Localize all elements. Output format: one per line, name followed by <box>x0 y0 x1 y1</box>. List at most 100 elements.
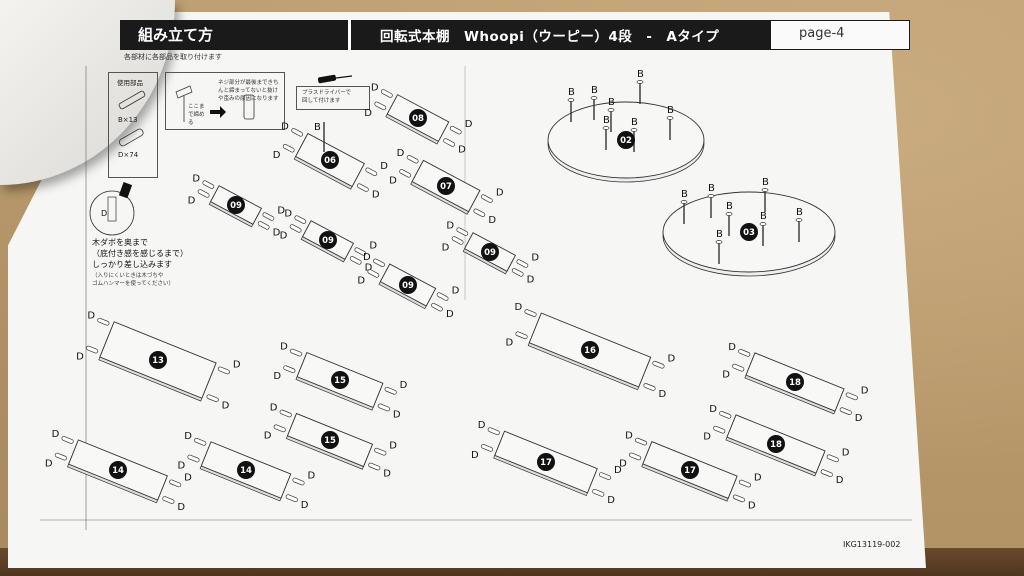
page-header: 組み立て方 回転式本棚 Whoopi（ウーピー）4段 - Aタイプ page-4 <box>120 20 910 50</box>
driver-callout-box <box>296 86 370 110</box>
dowel-d <box>374 101 387 111</box>
dowel-d <box>443 138 456 147</box>
product-title: 回転式本棚 Whoopi（ウーピー）4段 - Aタイプ <box>380 29 720 45</box>
board-number: 18 <box>770 440 782 450</box>
dowel-d <box>197 189 210 198</box>
dowel-d <box>713 425 726 434</box>
label-d: D <box>471 450 479 461</box>
label-b: B <box>726 201 733 212</box>
board-number: 06 <box>324 156 336 166</box>
dowel-d <box>54 452 67 461</box>
label-d: D <box>52 429 60 440</box>
label-d: D <box>222 400 230 411</box>
board-number: 14 <box>112 466 124 476</box>
screw-head <box>725 212 733 216</box>
board-number-badge <box>740 223 758 241</box>
label-d: D <box>658 389 666 400</box>
board-number: 09 <box>230 201 242 211</box>
label-d: D <box>284 209 292 220</box>
dowel-d <box>732 363 745 372</box>
board-number-badge <box>321 151 339 169</box>
label-d: D <box>614 465 622 476</box>
label-d: D <box>754 473 762 484</box>
label-d: D <box>861 385 869 396</box>
dowel-d <box>291 128 304 137</box>
label-d: D <box>273 371 281 382</box>
dowel-d <box>373 258 385 268</box>
board-number: 18 <box>789 378 801 388</box>
board-number-badge <box>767 435 785 453</box>
screw-head <box>761 188 769 192</box>
screw-head <box>666 116 674 120</box>
label-d: D <box>308 471 316 482</box>
screw-head <box>715 240 723 244</box>
dowel-d <box>598 472 612 480</box>
screw-head <box>567 98 575 102</box>
label-d: D <box>233 359 241 370</box>
dowel-d <box>162 496 175 504</box>
label-d: D <box>357 275 365 286</box>
label-d: D <box>531 253 539 264</box>
label-d: D <box>273 150 281 161</box>
label-d: D <box>45 459 53 470</box>
label-d: D <box>301 500 309 511</box>
dowel-d <box>406 154 419 164</box>
board-number-badge <box>786 373 804 391</box>
dowel-d <box>719 411 732 419</box>
label-d: D <box>836 475 844 486</box>
dowel-d <box>202 180 215 189</box>
dowel-insert-icon: D <box>89 182 135 236</box>
label-d: D <box>177 460 185 471</box>
screw-head <box>707 194 715 198</box>
label-d: D <box>527 274 535 285</box>
board-number: 14 <box>240 466 252 476</box>
label-b: B <box>681 189 688 200</box>
dowel-d <box>354 247 367 256</box>
screw-head <box>759 222 767 226</box>
dowel-d <box>845 392 858 401</box>
board-number: 17 <box>540 458 552 468</box>
label-d: D <box>703 432 711 443</box>
label-d: D <box>87 311 95 322</box>
label-d: D <box>452 286 460 297</box>
board-number-badge <box>321 431 339 449</box>
label-b: B <box>796 207 803 218</box>
header-bar <box>120 20 770 50</box>
driver-callout-line2: 回して付けます <box>302 98 341 104</box>
screw-callout-text: ネジ部分が最後まできちんと締まってないと抜けや歪みの原因になります <box>218 80 279 102</box>
dowel-d <box>652 360 665 369</box>
driver-callout-line1: プラスドライバーで <box>302 90 351 96</box>
board-number: 02 <box>620 136 632 146</box>
dowel-d <box>61 436 74 444</box>
dowel-d <box>187 454 200 463</box>
dowel-d <box>480 444 494 452</box>
board-number: 17 <box>684 466 696 476</box>
label-d: D <box>371 83 379 94</box>
label-d: D <box>280 230 288 241</box>
dowel-d <box>206 394 219 403</box>
dowel-d <box>524 309 537 317</box>
svg-text:D: D <box>101 209 107 218</box>
dowel-d <box>643 383 656 391</box>
label-b: B <box>608 97 615 108</box>
dowel-d <box>257 221 270 230</box>
label-b: B <box>631 117 638 128</box>
board-number: 15 <box>334 376 346 386</box>
label-d: D <box>465 119 473 130</box>
dowel-d <box>97 317 110 326</box>
board-number-badge <box>409 109 427 127</box>
dowel-instruction-3: しっかり差し込みます <box>92 260 172 269</box>
label-d: D <box>446 221 454 232</box>
dowel-d <box>738 479 751 488</box>
label-b: B <box>716 229 723 240</box>
dowel-d <box>194 437 207 446</box>
screw-head <box>636 80 644 84</box>
